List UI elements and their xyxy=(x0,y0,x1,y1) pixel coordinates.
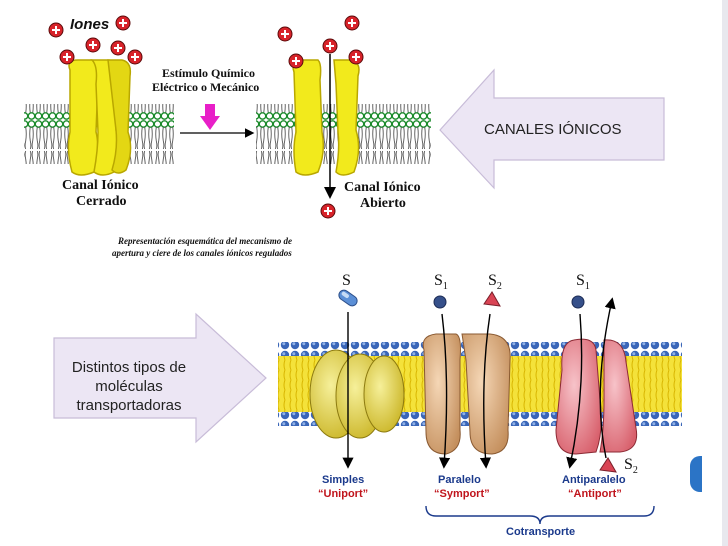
s-label: S xyxy=(342,272,351,289)
open-channel xyxy=(292,59,360,176)
uniport-protein xyxy=(309,349,405,439)
diagram-caption-1: Representación esquemática del mecanismo… xyxy=(118,236,292,246)
closed-channel-label-2: Cerrado xyxy=(76,194,127,209)
simples-label: Simples xyxy=(322,474,365,486)
canales-ionicos-label: CANALES IÓNICOS xyxy=(484,121,622,138)
uniport-label: “Uniport” xyxy=(318,488,369,500)
s1-label: S1 xyxy=(434,272,448,293)
iones-label: Iones xyxy=(70,16,110,33)
s2-label: S2 xyxy=(488,272,502,293)
diagram-caption-2: apertura y ciere de los canales iónicos … xyxy=(112,248,292,258)
ion-markers xyxy=(48,15,364,219)
substrate-s1-icon xyxy=(433,295,447,309)
callout-line-1: Distintos tipos de xyxy=(71,359,187,376)
open-channel-label-2: Abierto xyxy=(360,196,406,211)
substrate-s1b-icon xyxy=(571,295,585,309)
paralelo-label: Paralelo xyxy=(438,474,481,486)
canales-callout-shape xyxy=(439,68,665,190)
callout-line-2: moléculas xyxy=(95,378,163,395)
antiport-label: “Antiport” xyxy=(568,488,622,500)
substrate-s-icon xyxy=(338,289,358,307)
substrate-s2b-icon xyxy=(599,457,617,473)
transportadoras-callout-shape xyxy=(53,312,267,444)
symport-label: “Symport” xyxy=(434,488,490,500)
antiparalelo-label: Antiparalelo xyxy=(562,474,626,486)
stimulus-down-arrow xyxy=(200,104,220,130)
symport-arrow-s1 xyxy=(438,313,451,469)
callout-line-3: transportadoras xyxy=(76,397,182,414)
cotransporte-brace xyxy=(425,505,655,525)
antiport-protein xyxy=(555,338,638,455)
closed-channel xyxy=(67,59,132,176)
symport-protein xyxy=(422,333,511,455)
cotransporte-label: Cotransporte xyxy=(506,526,576,538)
s1-antiport-label: S1 xyxy=(576,272,590,293)
stimulus-label-1: Estímulo Químico xyxy=(162,66,256,80)
closed-channel-label-1: Canal Iónico xyxy=(62,178,139,193)
antiport-arrow-s2 xyxy=(599,297,616,459)
stimulus-label-2: Eléctrico o Mecánico xyxy=(152,80,260,94)
slide-tab-decoration xyxy=(690,456,702,492)
antiport-arrow-s1 xyxy=(566,313,583,469)
open-channel-label-1: Canal Iónico xyxy=(344,180,421,195)
s2-antiport-label: S2 xyxy=(624,456,638,477)
transportadoras-callout-text: Distintos tipos de moléculas transportad… xyxy=(54,358,204,415)
symport-arrow-s2 xyxy=(479,313,492,469)
substrate-s2-icon xyxy=(483,291,501,307)
slide-edge-decoration xyxy=(722,0,728,546)
